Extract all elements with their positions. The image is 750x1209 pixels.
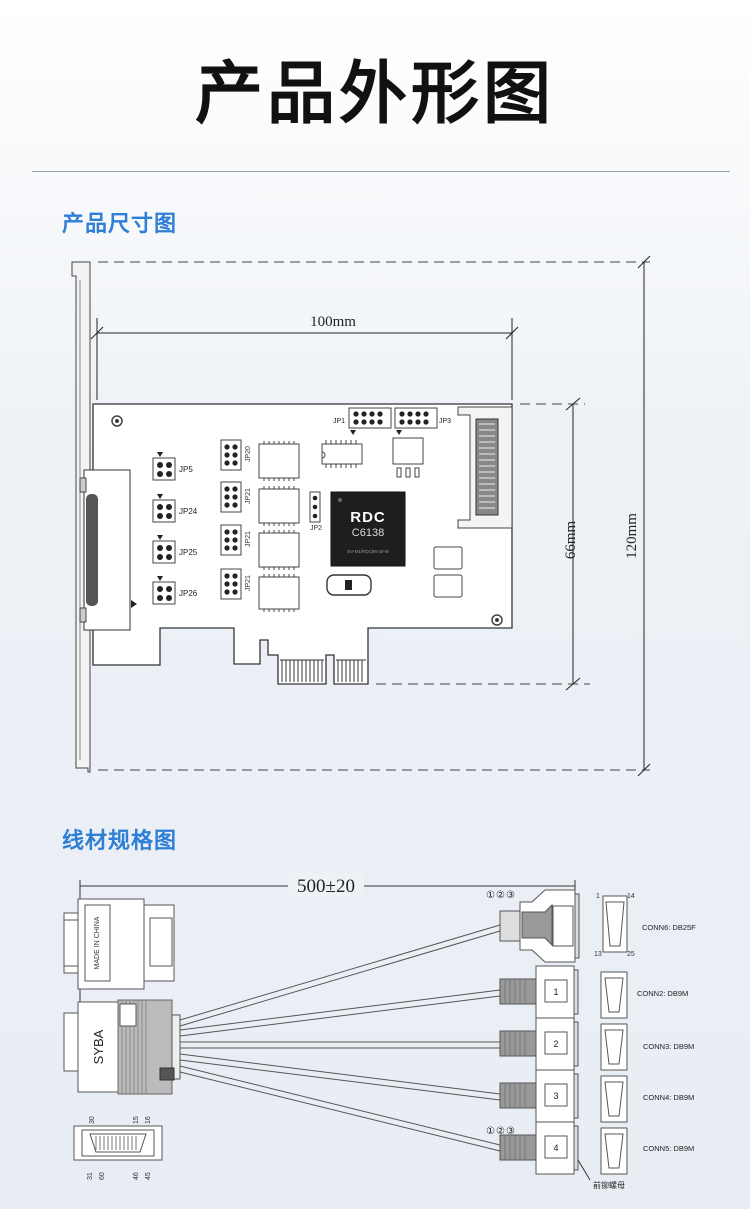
mount-hole-bottom	[491, 614, 503, 626]
label-jp24: JP24	[179, 507, 198, 516]
small-ic	[321, 440, 363, 468]
pin-16: 16	[145, 1116, 152, 1124]
db9-face-3	[600, 1075, 628, 1123]
pcb-drawing	[71, 255, 651, 777]
main-chip	[330, 491, 406, 567]
pin-46: 46	[133, 1172, 140, 1180]
jumper-jp20	[220, 439, 242, 471]
soic-chip-4	[258, 574, 300, 612]
cable-drawing	[63, 880, 628, 1181]
vhdci-pinout-face	[73, 1125, 163, 1161]
db9-face-4	[600, 1127, 628, 1175]
callout-group-bottom: ① ② ③	[486, 1126, 515, 1137]
callout-2-top: ②	[496, 890, 505, 901]
soic-chip-1	[258, 441, 300, 481]
pin-30: 30	[89, 1116, 96, 1124]
db25-face	[602, 895, 628, 953]
callout-group-top: ① ② ③	[486, 890, 515, 901]
plug-number-2: 2	[553, 1039, 558, 1049]
screw-note: 前铆螺母	[593, 1180, 625, 1190]
conn5-label: CONN5: DB9M	[643, 1144, 694, 1153]
db25-pin-14: 14	[627, 893, 635, 900]
label-jp3: JP3	[439, 418, 451, 425]
jumper-jp24	[152, 494, 176, 523]
label-jp21-c: JP21	[245, 575, 252, 591]
pcie-fingers	[280, 659, 366, 682]
pin-header-right	[457, 406, 513, 529]
label-jp21-b: JP21	[245, 531, 252, 547]
dim-66-label: 66mm	[563, 521, 579, 560]
made-in-label: MADE IN CHINA	[94, 916, 101, 969]
jumper-jp1	[348, 407, 392, 435]
vhdci-top-view	[63, 898, 175, 990]
jumper-jp25	[152, 535, 176, 564]
plug-number-1: 1	[553, 987, 558, 997]
label-jp21-a: JP21	[245, 488, 252, 504]
cable-wires	[179, 924, 501, 1152]
jumper-jp21-a	[220, 481, 242, 513]
vhdci-side-view	[63, 999, 181, 1095]
brand-label: SYBA	[91, 1029, 106, 1064]
pin-45: 45	[145, 1172, 152, 1180]
callout-1-top: ①	[486, 890, 495, 901]
label-jp1: JP1	[333, 418, 345, 425]
conn4-label: CONN4: DB9M	[643, 1093, 694, 1102]
pad-2	[433, 574, 463, 598]
callout-3-bottom: ③	[506, 1126, 515, 1137]
title-divider	[32, 171, 730, 172]
dim-100-label: 100mm	[310, 314, 356, 330]
dimension-section-title: 产品尺寸图	[62, 212, 178, 237]
conn3-label: CONN3: DB9M	[643, 1042, 694, 1051]
callout-3-top: ③	[506, 890, 515, 901]
page-title: 产品外形图	[194, 55, 555, 134]
conn2-label: CONN2: DB9M	[637, 989, 688, 998]
conn6-label: CONN6: DB25F	[642, 923, 696, 932]
label-jp5: JP5	[179, 465, 193, 474]
plug-number-4: 4	[553, 1143, 558, 1153]
pin-31: 31	[87, 1172, 94, 1180]
pin-60: 60	[99, 1172, 106, 1180]
jumper-jp2	[309, 491, 321, 523]
mount-hole-top	[111, 415, 123, 427]
cable-section-title: 线材规格图	[62, 829, 178, 854]
cable-length-label: 500±20	[297, 876, 355, 897]
mounting-bracket	[71, 261, 91, 773]
db9-plug-1	[499, 965, 579, 1019]
soic-chip-2	[258, 486, 300, 526]
voltage-regulator	[392, 437, 424, 478]
label-jp26: JP26	[179, 589, 198, 598]
chip-brand: RDC	[350, 509, 386, 526]
db25-plug	[499, 889, 580, 963]
db9-face-1	[600, 971, 628, 1019]
soic-chip-3	[258, 530, 300, 570]
jumper-jp3	[394, 407, 438, 435]
db25-pin-1: 1	[596, 893, 600, 900]
plug-number-3: 3	[553, 1091, 558, 1101]
db25-pin-13: 13	[594, 951, 602, 958]
pin-15: 15	[133, 1116, 140, 1124]
jumper-jp21-b	[220, 524, 242, 556]
jumper-jp26	[152, 576, 176, 605]
pad-1	[433, 546, 463, 570]
db9-plug-2	[499, 1017, 579, 1071]
jumper-jp21-c	[220, 568, 242, 600]
chip-sub: EV-M1/RDC88-40-M	[347, 549, 389, 554]
label-jp25: JP25	[179, 548, 198, 557]
db9-face-2	[600, 1023, 628, 1071]
jumper-jp5	[152, 452, 176, 481]
dim-120-label: 120mm	[624, 513, 640, 559]
label-jp20: JP20	[245, 446, 252, 462]
callout-1-bottom: ①	[486, 1126, 495, 1137]
label-jp2: JP2	[310, 525, 322, 532]
chip-model: C6138	[352, 527, 384, 539]
db9-plug-4	[499, 1121, 591, 1181]
callout-2-bottom: ②	[496, 1126, 505, 1137]
db25-pin-25: 25	[627, 951, 635, 958]
db9-plug-3	[499, 1069, 579, 1123]
